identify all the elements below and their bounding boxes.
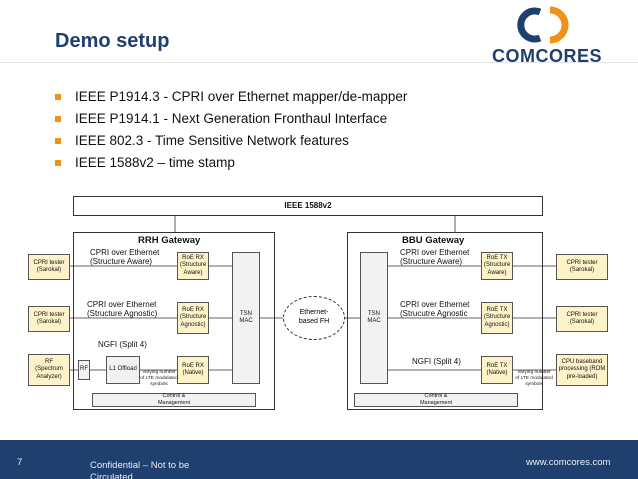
rrh-tsn-mac: TSN MAC [232,252,260,384]
logo-wordmark: COMCORES [492,46,603,66]
bbu-roe-tx-structure-aware: RoE TX (Structure Aware) [481,252,513,280]
bbu-ngfi-label: NGFI (Split 4) [412,357,461,366]
footer-confidential: Confidential – Not to be Circulated [90,460,190,479]
bullet-item: IEEE P1914.1 - Next Generation Fronthaul… [55,108,407,130]
footer-bar [0,440,638,479]
footer-page-number: 7 [17,457,23,468]
bullet-marker [55,138,61,144]
bullet-list: IEEE P1914.3 - CPRI over Ethernet mapper… [55,86,407,174]
bullet-item: IEEE P1914.3 - CPRI over Ethernet mapper… [55,86,407,108]
rrh-gateway [73,232,275,410]
left-device-cpri-tester-2: CPRI tester (Sarokal) [28,306,70,332]
bbu-roe-tx-structure-agnostic: RoE TX (Structure Agnostic) [481,302,513,334]
rrh-roe-rx-structure-aware: RoE RX (Structure Aware) [177,252,209,280]
rrh-ngfi-label: NGFI (Split 4) [98,340,147,349]
page-title: Demo setup [55,30,170,52]
rrh-cpri-label-1: CPRI over Ethernet (Structure Aware) [90,248,160,267]
ieee1588-bar: IEEE 1588v2 [73,196,543,216]
comcores-logo-icon [517,6,569,44]
bullet-marker [55,160,61,166]
right-device-cpri-tester-2: CPRI tester (Sarokal) [556,306,608,332]
footer-website: www.comcores.com [526,457,611,468]
title-divider [0,62,638,63]
ethernet-fh-cloud: Ethernet- based FH [283,296,345,340]
right-device-cpu-baseband: CPU baseband processing (ROM pre-loaded) [556,354,608,386]
rrh-roe-rx-structure-agnostic: RoE RX (Structure Agnostic) [177,302,209,334]
bbu-gateway-title: BBU Gateway [402,235,465,246]
bbu-varying-note: Varying number of LTE modulated symbols [515,370,553,387]
bullet-marker [55,116,61,122]
bullet-item: IEEE 1588v2 – time stamp [55,152,407,174]
rrh-roe-rx-native: RoE RX (Native) [177,356,209,384]
rrh-gateway-title: RRH Gateway [138,235,201,246]
rrh-varying-note: Varying number of LTE modulated symbols [140,370,178,387]
rrh-rf-block: RF [78,360,90,380]
rrh-l1-offload: L1 Offload [106,356,140,384]
right-device-cpri-tester-1: CPRI tester (Sarokal) [556,254,608,280]
diagram-connectors [70,216,556,371]
bbu-tsn-mac: TSN MAC [360,252,388,384]
bbu-cpri-label-1: CPRI over Ethernet (Structure Aware) [400,248,470,267]
left-device-spectrum-analyzer: RF (Spectrum Analyzer) [28,354,70,386]
comcores-logo [510,4,600,46]
bbu-roe-tx-native: RoE TX (Native) [481,356,513,384]
bbu-control-management: Control & Management [354,393,518,407]
rrh-control-management: Control & Management [92,393,256,407]
bullet-marker [55,94,61,100]
rrh-cpri-label-2: CPRI over Ethernet (Structure Agnostic) [87,300,158,319]
left-device-cpri-tester-1: CPRI tester (Sarokal) [28,254,70,280]
bbu-cpri-label-2: CPRI over Ethernet (Strucutre Agnostic [400,300,470,319]
bullet-item: IEEE 802.3 - Time Sensitive Network feat… [55,130,407,152]
bbu-gateway [347,232,543,410]
